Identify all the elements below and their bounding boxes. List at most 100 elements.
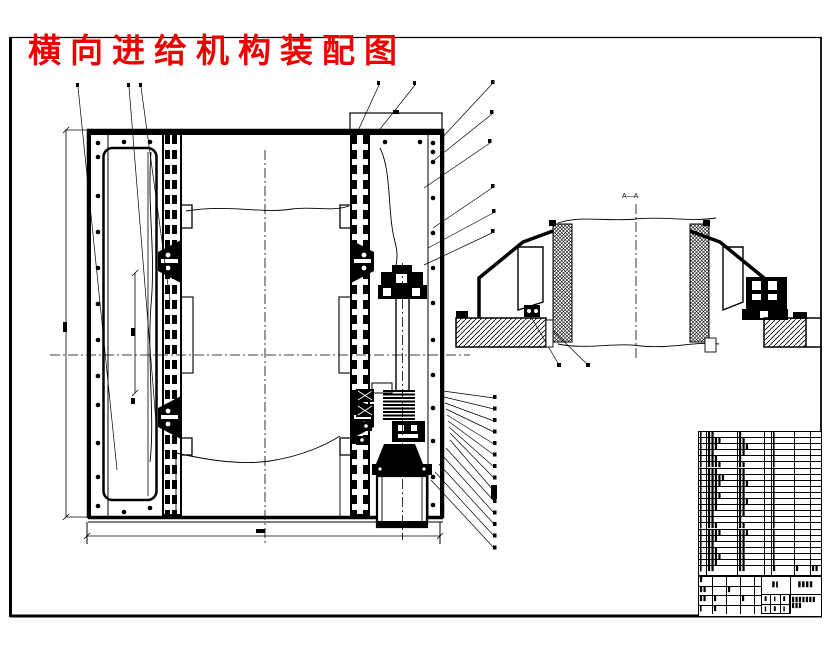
illegible-text: ▌ xyxy=(699,432,707,438)
illegible-text: ▋▋ xyxy=(738,559,765,566)
illegible-text xyxy=(811,444,821,449)
guide-rail-right xyxy=(350,133,370,516)
illegible-text: ▋▌ xyxy=(762,577,790,595)
illegible-text xyxy=(765,456,772,462)
illegible-text xyxy=(765,432,772,438)
bearing-block xyxy=(742,277,788,320)
illegible-text: ▌ xyxy=(772,505,795,511)
illegible-text: ▋▋ xyxy=(738,511,765,517)
illegible-text: ▋▋▋ xyxy=(707,486,738,492)
guide-rail-left xyxy=(162,133,182,516)
title-block-row: ▌▋ xyxy=(699,605,761,615)
illegible-text: ▋▋▋ xyxy=(707,499,738,505)
illegible-text: ▌ xyxy=(699,492,707,499)
main-assembly-view xyxy=(50,110,470,545)
illegible-text xyxy=(795,486,811,492)
parts-list-row: ▌▋▋▋▋▋▌ xyxy=(699,535,821,542)
illegible-text: ▌ xyxy=(772,529,795,535)
illegible-text: ▌ xyxy=(699,535,707,541)
illegible-text xyxy=(811,554,821,559)
parts-list-row: ▌▋▋▋▋▋▋▌ xyxy=(699,499,821,506)
illegible-text: ▋▋▋ xyxy=(738,499,765,505)
illegible-text: ▋▋▋▋ xyxy=(707,492,738,499)
illegible-text: ▌ xyxy=(762,604,772,614)
illegible-text: ▋ xyxy=(780,595,790,605)
illegible-text: ▋ xyxy=(762,595,772,605)
illegible-text: ▌ xyxy=(772,456,795,462)
illegible-text: ▌ xyxy=(699,468,707,474)
illegible-text: ▋▋▋▋▋ xyxy=(707,474,738,480)
illegible-text xyxy=(755,606,761,615)
motor-flange xyxy=(372,464,432,475)
illegible-text xyxy=(795,553,811,559)
illegible-text: ▋ xyxy=(727,586,741,595)
illegible-text: ▋▋ xyxy=(707,450,738,456)
illegible-text xyxy=(795,432,811,438)
document-title-cell: ▋▋▋▋▋▋▋ ▋▋▋ xyxy=(791,595,821,614)
illegible-text xyxy=(765,547,772,553)
illegible-text xyxy=(795,474,811,480)
illegible-text xyxy=(741,577,755,586)
callout-marks xyxy=(76,80,590,550)
parts-list-rows: ▌▋▋▋▌▌▋▋▋▋▋▋▌▌▋▋▋▋▋▋▌▌▋▋▋▋▌▌▋▋▋▋▌▌▋▋▋▋▋▋… xyxy=(699,432,821,567)
illegible-text xyxy=(795,529,811,535)
illegible-text: ▌ xyxy=(699,559,707,566)
dimension-left xyxy=(62,126,87,521)
illegible-text xyxy=(795,535,811,541)
illegible-text xyxy=(727,577,741,586)
illegible-text: ▋ xyxy=(738,456,765,462)
illegible-text xyxy=(765,499,772,505)
illegible-text xyxy=(811,511,821,516)
illegible-text xyxy=(755,577,761,586)
illegible-text xyxy=(811,475,821,480)
illegible-text xyxy=(795,438,811,444)
organization-cell: ▋▋▋▋ xyxy=(791,577,821,595)
illegible-text xyxy=(811,517,821,522)
illegible-text xyxy=(811,456,821,461)
illegible-text xyxy=(811,487,821,492)
illegible-text xyxy=(765,559,772,566)
illegible-text xyxy=(765,535,772,541)
illegible-text xyxy=(765,462,772,468)
parts-list-row: ▌▋▋▋▋▋▋▋▌ xyxy=(699,529,821,536)
illegible-text: ▌ xyxy=(699,474,707,480)
base-right xyxy=(763,317,807,348)
illegible-text: ▌ xyxy=(772,541,795,547)
parts-list-row: ▌▋▋▋▋▋▌ xyxy=(699,523,821,530)
title-block-row: ▋▋▋▋ xyxy=(699,596,761,606)
illegible-text xyxy=(811,481,821,486)
illegible-text xyxy=(765,505,772,511)
illegible-text: ▋▋ xyxy=(812,566,819,571)
illegible-text: ▋ xyxy=(772,566,795,575)
top-plate xyxy=(349,112,443,132)
bracket-left xyxy=(477,229,554,318)
illegible-text: ▋▋ xyxy=(738,553,765,559)
illegible-text xyxy=(755,587,761,596)
illegible-text: ▌ xyxy=(699,541,707,547)
illegible-text xyxy=(713,586,727,595)
parts-list-row: ▌▋▋▋▋▋▌ xyxy=(699,468,821,475)
illegible-text: ▌ xyxy=(772,499,795,505)
dimension-bottom xyxy=(83,529,444,540)
parts-list-row: ▌▋▋▋▋▋▋▌ xyxy=(699,462,821,469)
illegible-text xyxy=(795,505,811,511)
illegible-text: ▋▋▋ xyxy=(707,547,738,553)
page-title: 横向进给机构装配图 xyxy=(28,34,406,70)
leadscrew-assembly xyxy=(356,265,432,529)
break-lines xyxy=(149,147,398,516)
illegible-text: ▋▋ xyxy=(699,596,713,605)
parts-list-row: ▌▋▋▋▋▋▋▋▌ xyxy=(699,480,821,487)
illegible-text xyxy=(795,492,811,499)
illegible-text: ▋▋ xyxy=(707,517,738,523)
illegible-text xyxy=(795,559,811,566)
illegible-text: ▌ xyxy=(772,517,795,523)
leader-lines xyxy=(77,83,589,549)
illegible-text: ▋▋▋▋ xyxy=(707,553,738,559)
illegible-text: ▌ xyxy=(772,474,795,480)
illegible-text: ▌ xyxy=(780,604,790,614)
parts-list-row: ▌▋▋▋▋▋▋▌ xyxy=(699,553,821,560)
illegible-text: ▌ xyxy=(772,492,795,499)
illegible-text: ▌ xyxy=(699,523,707,529)
illegible-text: ▋▋▋ xyxy=(707,559,738,566)
